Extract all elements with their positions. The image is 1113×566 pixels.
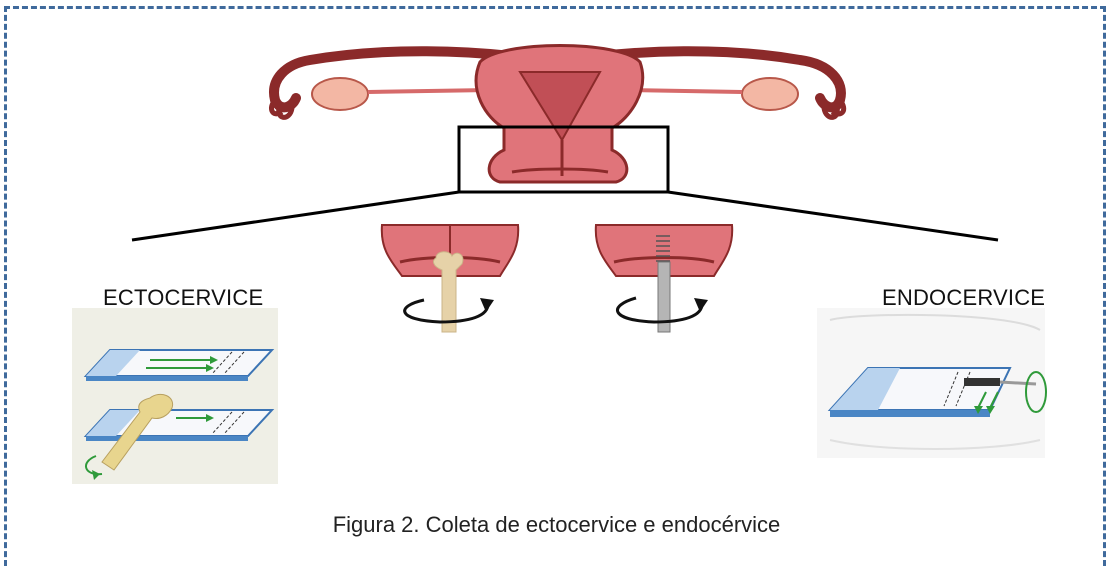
figure-caption: Figura 2. Coleta de ectocervice e endocé… — [0, 512, 1113, 538]
ectocervice-label: ECTOCERVICE — [103, 285, 263, 311]
cervix-spatula-detail — [382, 225, 518, 332]
endocervice-label: ENDOCERVICE — [882, 285, 1045, 311]
endocervice-slide-image — [817, 308, 1046, 458]
brush-head — [964, 378, 1000, 386]
cervix-brush-detail — [596, 225, 732, 332]
ectocervice-slide-image — [72, 308, 278, 484]
right-ovary — [742, 78, 798, 110]
left-ovary — [312, 78, 368, 110]
uterus-illustration — [271, 46, 843, 193]
